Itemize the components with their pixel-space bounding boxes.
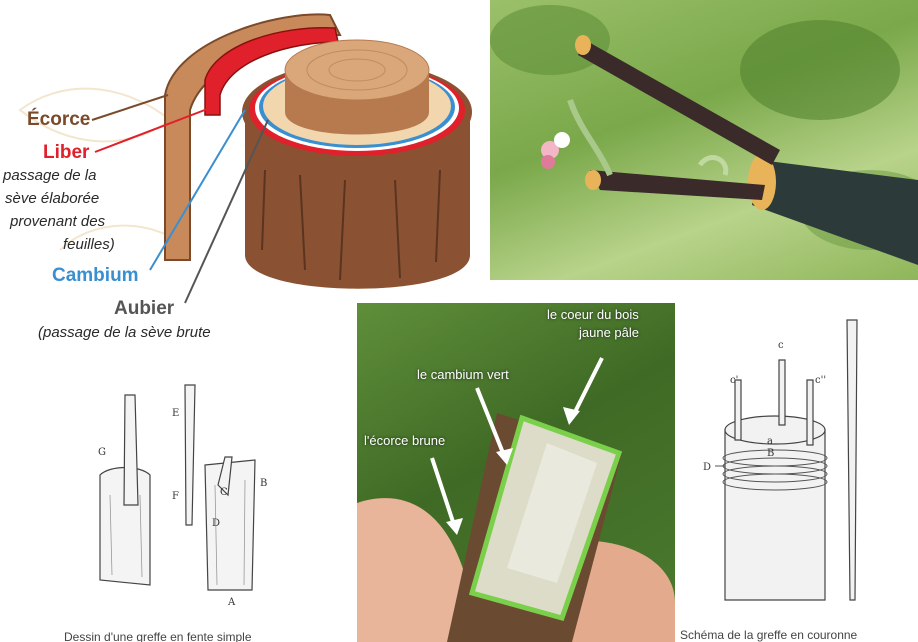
trunk-illustration xyxy=(18,13,472,304)
sketch-letter-f: F xyxy=(172,491,179,502)
sketch-letter-e: E xyxy=(172,408,180,419)
liber-desc-4: feuilles) xyxy=(63,236,115,253)
label-cambium: Cambium xyxy=(52,265,139,286)
crown-letter-c: c xyxy=(778,340,784,351)
sketch-letter-d: D xyxy=(212,518,221,529)
scion-illustration xyxy=(357,357,675,642)
scion-closeup-photo: le coeur du bois jaune pâle le cambium v… xyxy=(357,303,675,642)
label-ecorce: Écorce xyxy=(27,109,91,130)
crown-letter-c-double-prime: c'' xyxy=(815,375,827,386)
grafted-branch-photo xyxy=(490,0,918,280)
label-heartwood-1: le coeur du bois xyxy=(547,307,639,322)
label-cambium-green: le cambium vert xyxy=(417,367,509,382)
crown-letter-a: a xyxy=(767,436,773,447)
sketch-letter-a: A xyxy=(228,597,236,608)
sketch-letter-g: G xyxy=(98,447,106,458)
label-liber: Liber xyxy=(43,142,90,163)
liber-desc-1: passage de la xyxy=(3,167,97,184)
cleft-graft-drawing xyxy=(99,384,256,591)
cleft-graft-sketch: G E F C B D A Dessin d'une greffe en fen… xyxy=(0,345,357,642)
label-brown-bark: l'écorce brune xyxy=(364,433,446,448)
cleft-graft-caption: Dessin d'une greffe en fente simple xyxy=(64,630,252,642)
liber-desc-3: provenant des xyxy=(10,213,106,230)
crown-letter-b: B xyxy=(767,448,775,459)
aubier-desc: (passage de la sève brute xyxy=(38,324,211,341)
liber-desc-2: sève élaborée xyxy=(5,190,100,207)
crown-graft-sketch: c c' c'' a B D Schéma de la greffe en co… xyxy=(675,280,918,642)
crown-graft-caption: Schéma de la greffe en couronne xyxy=(680,628,858,642)
sketch-letter-c: C xyxy=(220,487,228,498)
crown-letter-d: D xyxy=(703,462,712,473)
trunk-section-diagram: Écorce Liber passage de la sève élaborée… xyxy=(0,0,490,345)
label-heartwood-2: jaune pâle xyxy=(579,325,639,340)
sketch-letter-b: B xyxy=(260,478,268,489)
crown-graft-drawing xyxy=(715,319,858,601)
label-aubier: Aubier xyxy=(114,298,175,319)
branch-illustration xyxy=(490,5,918,265)
crown-letter-c-prime: c' xyxy=(730,375,739,386)
